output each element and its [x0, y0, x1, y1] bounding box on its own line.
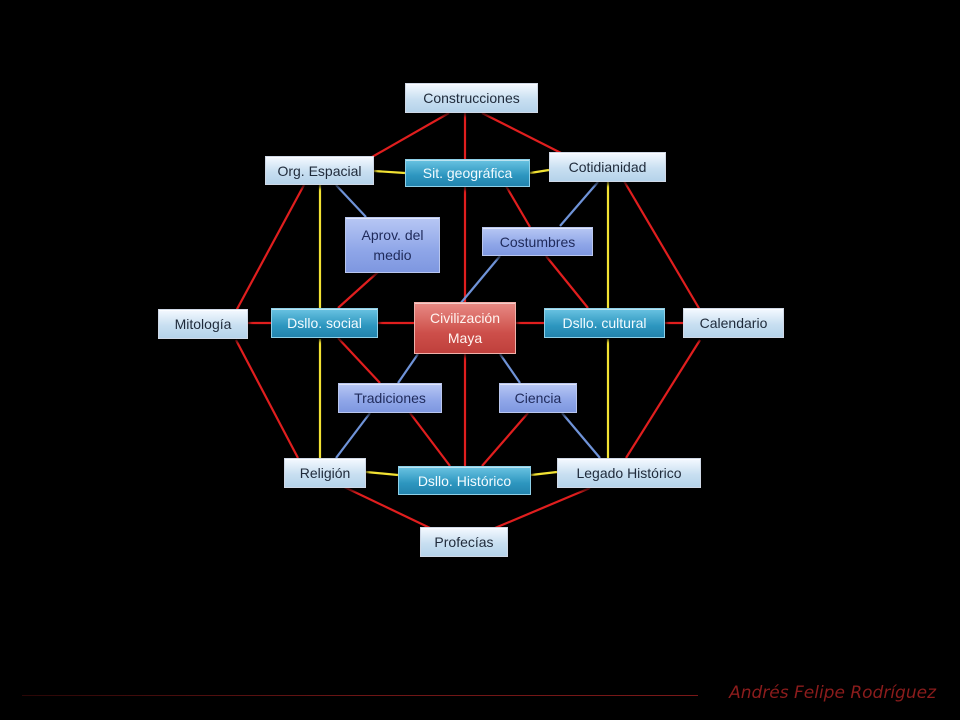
connector-line [545, 255, 589, 309]
node-legado-historico[interactable]: Legado Histórico [557, 458, 701, 488]
connector-line [235, 184, 305, 312]
node-mitologia[interactable]: Mitología [158, 309, 248, 339]
node-cotidianidad[interactable]: Cotidianidad [549, 152, 666, 182]
node-sit-geografica[interactable]: Sit. geográfica [405, 159, 530, 187]
connector-line [494, 486, 591, 530]
connector-line [337, 271, 379, 309]
connector-line [373, 169, 406, 175]
node-dsllo-cultural[interactable]: Dsllo. cultural [544, 308, 665, 338]
connector-line [397, 353, 419, 384]
author-name: Andrés Felipe Rodríguez [729, 683, 936, 703]
node-aprov-del-medio[interactable]: Aprov. del medio [345, 217, 440, 273]
connector-line [459, 255, 501, 305]
node-religion[interactable]: Religión [284, 458, 366, 488]
node-dsllo-historico[interactable]: Dsllo. Histórico [398, 466, 531, 495]
node-dsllo-social[interactable]: Dsllo. social [271, 308, 378, 338]
connector-line [365, 470, 399, 477]
connector-line [335, 184, 367, 218]
connector-line [337, 337, 381, 384]
footer-divider [22, 695, 698, 696]
connector-line [409, 412, 451, 467]
connector-line [625, 339, 701, 459]
connector-line [530, 470, 558, 477]
node-tradiciones[interactable]: Tradiciones [338, 383, 442, 413]
connector-line [623, 180, 701, 311]
connector-line [335, 412, 371, 459]
node-ciencia[interactable]: Ciencia [499, 383, 577, 413]
connector-line [337, 483, 431, 529]
connector-line [561, 412, 601, 459]
node-calendario[interactable]: Calendario [683, 308, 784, 338]
node-civilizacion-maya[interactable]: Civilización Maya [414, 302, 516, 354]
connector-line [499, 353, 521, 384]
connector-line [481, 112, 566, 156]
node-costumbres[interactable]: Costumbres [482, 227, 593, 256]
connector-line [559, 181, 599, 227]
connector-line [481, 412, 529, 467]
node-profecias[interactable]: Profecías [420, 527, 508, 557]
connector-line [505, 185, 531, 228]
connector-line [529, 168, 550, 175]
connector-line [235, 339, 299, 459]
connector-line [371, 112, 450, 158]
node-construcciones[interactable]: Construcciones [405, 83, 538, 113]
node-org-espacial[interactable]: Org. Espacial [265, 156, 374, 185]
